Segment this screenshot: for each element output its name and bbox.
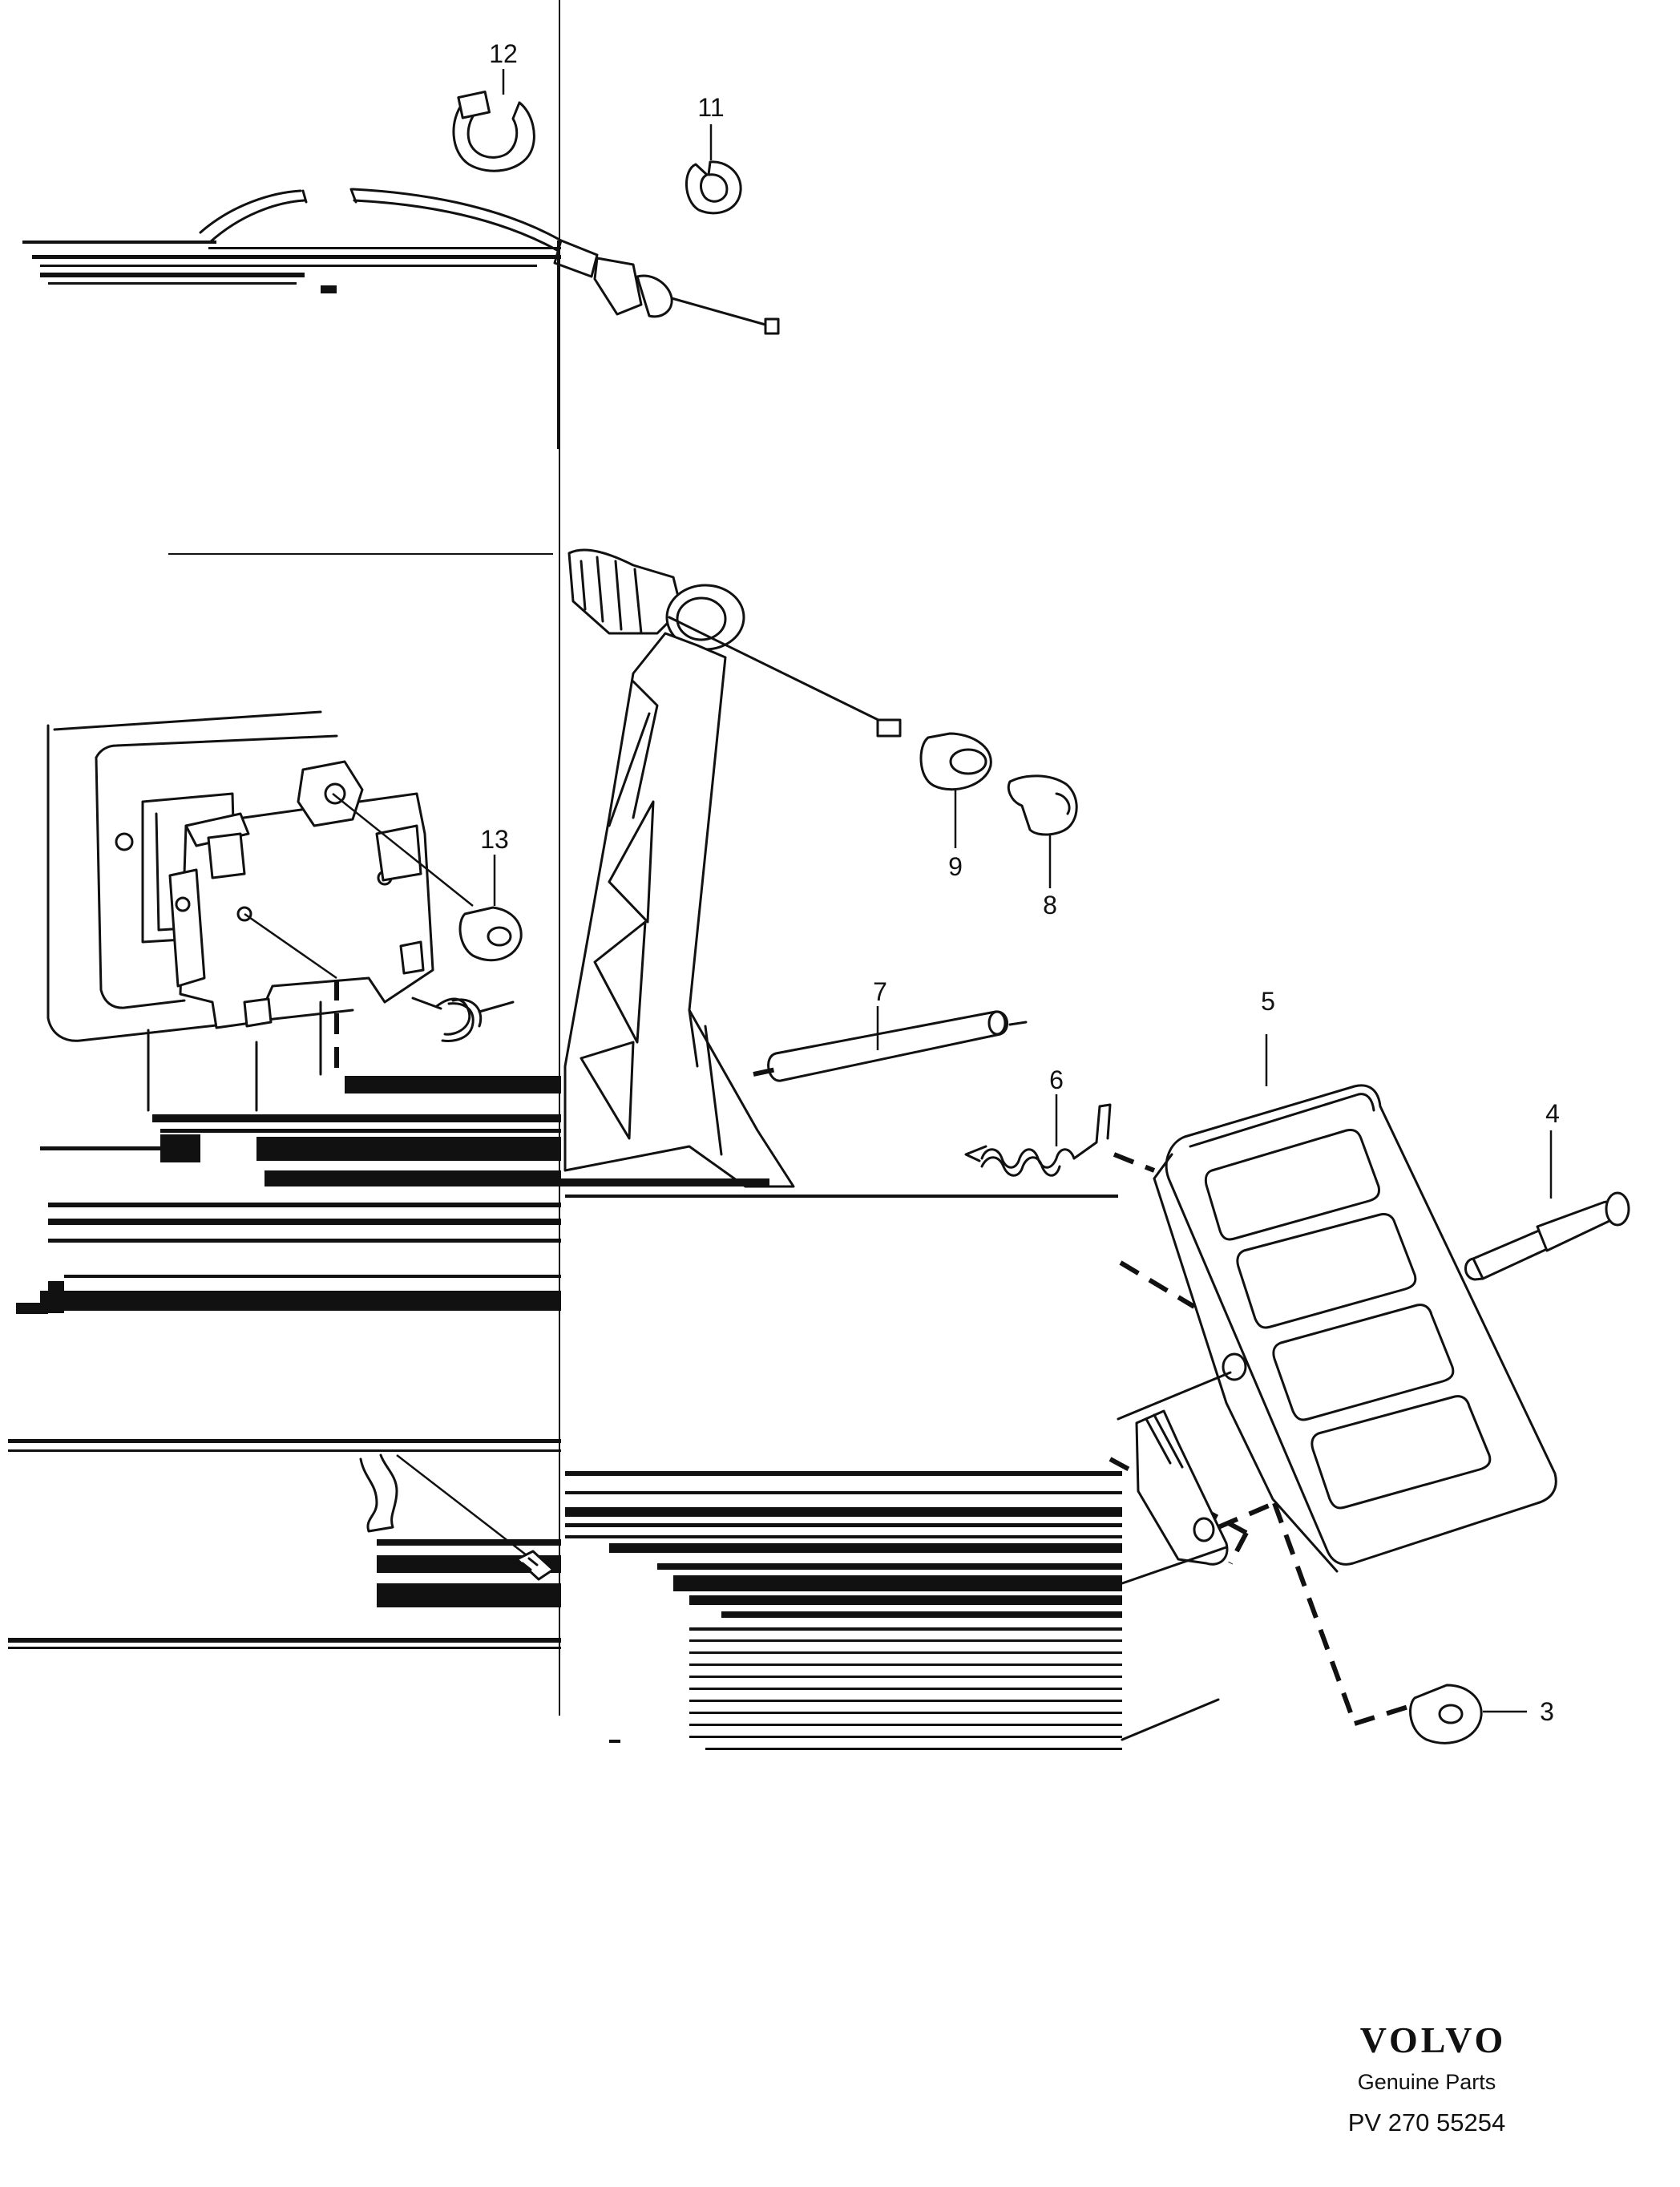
callout-labels: 12 11 13 9 8 7 6 5 4 3	[480, 39, 1560, 1726]
part-3-grommet	[1409, 1684, 1527, 1744]
callout-3: 3	[1540, 1697, 1554, 1726]
callout-11: 11	[697, 93, 724, 122]
scan-artifacts-middle-left	[8, 1076, 620, 1743]
brand-subtitle: Genuine Parts	[1358, 2070, 1496, 2094]
pedal-bracket-assembly	[46, 710, 523, 1112]
pedal-arm	[563, 548, 902, 1188]
lower-left-parts	[359, 1453, 555, 1581]
upper-cable	[199, 188, 780, 335]
part-4-pin	[1464, 1130, 1630, 1281]
part-reference: PV 270 55254	[1348, 2108, 1506, 2136]
part-12-cable-clip	[452, 91, 535, 172]
lower-bracket	[1121, 1409, 1411, 1741]
callout-12: 12	[489, 39, 518, 68]
part-8-clip	[1007, 774, 1078, 836]
callout-9: 9	[948, 852, 963, 881]
callout-7: 7	[873, 977, 887, 1006]
part-6-spring	[964, 1094, 1156, 1177]
part-5-pedal-pad	[1109, 1034, 1557, 1573]
volvo-logo: VOLVO	[1360, 2019, 1507, 2060]
callout-8: 8	[1043, 891, 1057, 920]
callout-4: 4	[1545, 1099, 1560, 1128]
part-7-shaft	[753, 1006, 1028, 1082]
scan-artifacts-center	[559, 0, 1122, 1750]
callout-13: 13	[480, 825, 509, 854]
part-11-clip	[685, 160, 742, 215]
branding-block: VOLVO Genuine Parts PV 270 55254	[1348, 2019, 1507, 2136]
callout-6: 6	[1049, 1065, 1064, 1094]
scan-artifacts-upper	[22, 241, 561, 555]
part-9-bushing	[919, 732, 992, 791]
callout-5: 5	[1261, 987, 1275, 1016]
